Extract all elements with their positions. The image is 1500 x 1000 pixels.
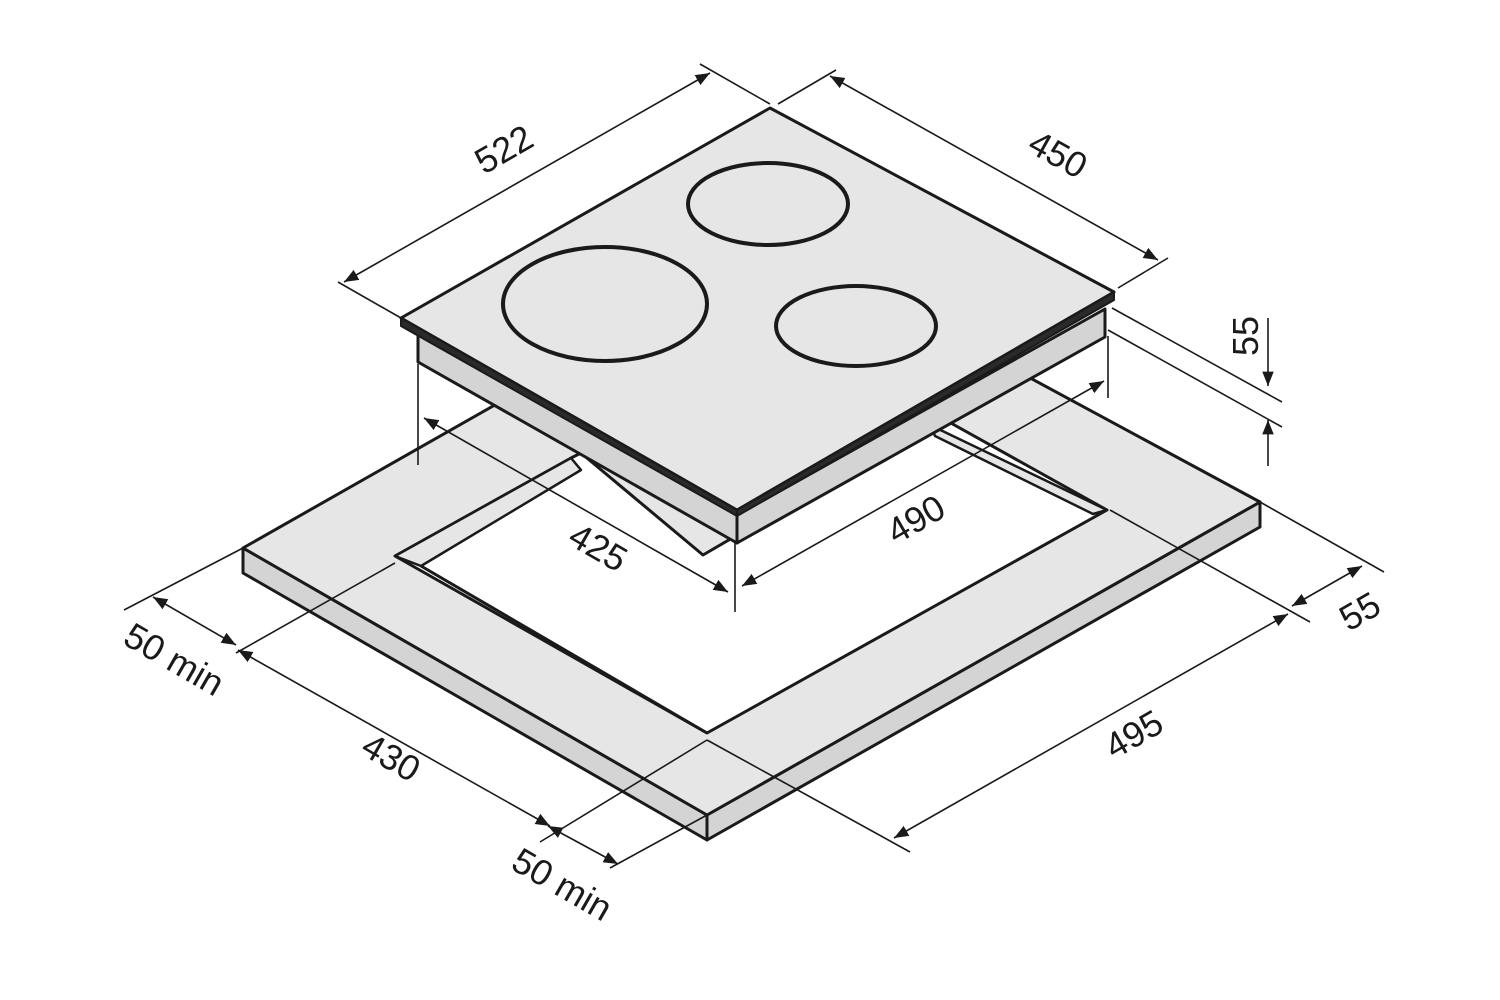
dimension-line-425	[423, 417, 729, 593]
extension-450-left	[777, 69, 837, 105]
dimension-line-495	[893, 613, 1289, 839]
dimension-line-522	[343, 72, 711, 283]
label-worktop-edge: 55	[1332, 583, 1387, 639]
cooking-zone-left-large	[501, 245, 709, 363]
dimension-line-50min-left	[152, 596, 237, 646]
dimension-line-430	[237, 649, 551, 827]
cooking-zone-right	[774, 284, 938, 368]
label-worktop-right-width: 495	[1097, 701, 1170, 767]
dimension-lines	[123, 63, 1385, 869]
dimension-line-490	[741, 380, 1105, 587]
extension-55-bottom	[1107, 329, 1283, 428]
label-worktop-side-min: 50 min	[505, 839, 619, 929]
label-worktop-left-depth: 430	[355, 724, 428, 790]
dimension-line-450	[829, 75, 1159, 261]
label-hob-height: 55	[1225, 316, 1266, 356]
label-cutout-width: 490	[879, 486, 952, 552]
label-worktop-front-min: 50 min	[117, 614, 231, 704]
extension-55-worktop-outer	[1259, 501, 1385, 573]
extension-50min-left-inner	[235, 562, 396, 654]
extension-50min-bottom-outer	[609, 814, 708, 869]
extension-430-right	[539, 739, 708, 843]
extension-55-top	[1111, 307, 1283, 403]
extension-495-left	[706, 739, 911, 853]
label-hob-depth: 522	[467, 116, 540, 182]
extension-450-right	[1117, 257, 1169, 289]
extension-50min-left-outer	[123, 547, 244, 611]
cutout-floor-edge-left	[420, 564, 708, 735]
dimension-line-50min-bottom	[547, 825, 619, 865]
label-hob-width: 450	[1022, 122, 1094, 187]
cooking-zone-back	[686, 161, 850, 247]
extension-495-right	[1109, 509, 1311, 623]
dimension-line-55-worktop	[1291, 565, 1363, 607]
extension-522-left	[337, 281, 402, 319]
label-cutout-depth: 425	[562, 514, 635, 580]
extension-522-right	[699, 63, 771, 105]
worktop-front-right-side	[705, 500, 1262, 842]
